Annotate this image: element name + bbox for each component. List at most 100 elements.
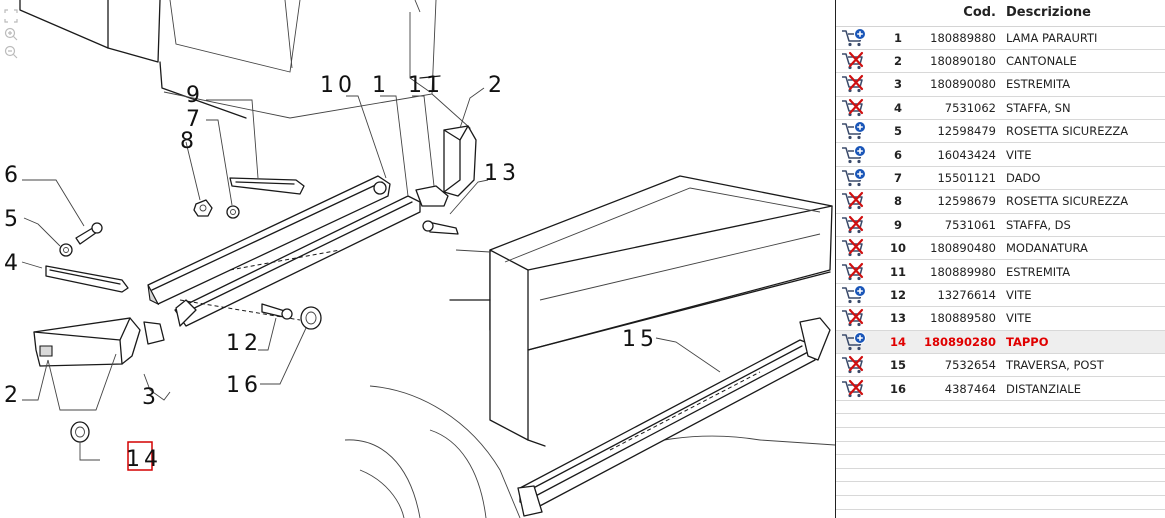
empty-cell	[836, 441, 878, 456]
add-to-cart-icon[interactable]	[841, 144, 867, 165]
diagram-drawing: 10 1 11 2 13 9 7 8 6 5 4 2 3 12 16 15 14	[4, 0, 835, 518]
cart-cell	[836, 49, 878, 74]
empty-cell	[1002, 413, 1165, 428]
part-8-washer	[193, 199, 213, 217]
callout-13[interactable]: 13	[484, 161, 520, 186]
cart-unavailable-icon[interactable]	[841, 98, 867, 118]
cart-cell	[836, 96, 878, 121]
zoom-out-icon[interactable]	[4, 44, 18, 59]
leader-lines	[21, 87, 721, 461]
part-11-end-piece	[415, 185, 449, 207]
part-14-cap	[70, 421, 90, 443]
empty-cell	[1002, 441, 1165, 456]
callout-14[interactable]: 14	[126, 447, 162, 472]
empty-cell	[836, 495, 878, 510]
part-number: 1	[878, 26, 918, 50]
part-description: STAFFA, DS	[1002, 213, 1165, 238]
callout-12[interactable]: 12	[226, 331, 262, 356]
empty-cell	[878, 468, 918, 483]
cart-unavailable-icon[interactable]	[841, 51, 867, 71]
empty-row	[836, 495, 1165, 510]
callout-1[interactable]: 1	[372, 73, 390, 98]
part-1-bumper-blade	[174, 195, 421, 327]
cart-cell	[836, 213, 878, 238]
callout-4[interactable]: 4	[4, 251, 22, 276]
cart-unavailable-icon[interactable]	[841, 74, 867, 94]
callout-8[interactable]: 8	[180, 129, 198, 154]
empty-cell	[1002, 495, 1165, 510]
fit-to-window-icon[interactable]	[4, 8, 18, 23]
part-2-corner-right	[443, 125, 477, 197]
zoom-in-icon[interactable]	[4, 26, 18, 41]
add-to-cart-icon[interactable]	[841, 331, 867, 352]
callout-9[interactable]: 9	[186, 83, 204, 108]
cart-cell	[836, 142, 878, 167]
callout-5[interactable]: 5	[4, 207, 22, 232]
part-9-bracket	[229, 177, 305, 195]
empty-cell	[878, 441, 918, 456]
empty-cell	[1002, 481, 1165, 496]
callout-11[interactable]: 11	[408, 73, 444, 98]
part-code: 12598679	[918, 189, 1002, 214]
empty-cell	[836, 481, 878, 496]
part-number: 3	[878, 72, 918, 97]
cart-unavailable-icon[interactable]	[841, 215, 867, 235]
empty-cell	[836, 400, 878, 415]
cart-unavailable-icon[interactable]	[841, 238, 867, 258]
cart-cell	[836, 306, 878, 331]
empty-row	[836, 427, 1165, 442]
cart-unavailable-icon[interactable]	[841, 191, 867, 211]
callout-10[interactable]: 10	[320, 73, 356, 98]
callout-7[interactable]: 7	[186, 107, 204, 132]
part-description: CANTONALE	[1002, 49, 1165, 74]
empty-row	[836, 441, 1165, 456]
callout-3[interactable]: 3	[142, 385, 160, 410]
part-code: 12598479	[918, 119, 1002, 144]
part-number: 10	[878, 236, 918, 261]
add-to-cart-icon[interactable]	[841, 284, 867, 305]
part-6-screw	[75, 222, 103, 245]
diagram-zoom-toolbar	[4, 8, 24, 62]
callout-2-left[interactable]: 2	[4, 383, 22, 408]
cart-cell	[836, 189, 878, 214]
add-to-cart-icon[interactable]	[841, 121, 867, 141]
header-cart	[836, 0, 878, 27]
callout-6[interactable]: 6	[4, 163, 22, 188]
cart-unavailable-icon[interactable]	[841, 262, 867, 282]
part-7-nut	[226, 205, 240, 219]
part-description: ESTREMITA	[1002, 72, 1165, 97]
empty-cell	[836, 468, 878, 483]
exploded-parts-diagram[interactable]: 10 1 11 2 13 9 7 8 6 5 4 2 3 12 16 15 14	[0, 0, 835, 518]
part-number: 2	[878, 49, 918, 74]
part-code: 180890180	[918, 49, 1002, 74]
add-to-cart-icon[interactable]	[841, 168, 867, 188]
callout-2-right[interactable]: 2	[488, 73, 506, 98]
cart-cell	[836, 353, 878, 378]
cart-unavailable-icon[interactable]	[841, 308, 867, 328]
part-12-screw	[261, 303, 293, 320]
cart-cell	[836, 283, 878, 308]
callout-15[interactable]: 15	[622, 327, 658, 352]
add-to-cart-icon[interactable]	[841, 27, 867, 48]
part-code: 180890480	[918, 236, 1002, 261]
cart-unavailable-icon[interactable]	[841, 379, 867, 399]
part-description: TRAVERSA, POST	[1002, 353, 1165, 378]
callout-16[interactable]: 16	[226, 373, 262, 398]
cart-unavailable-icon[interactable]	[841, 355, 867, 375]
